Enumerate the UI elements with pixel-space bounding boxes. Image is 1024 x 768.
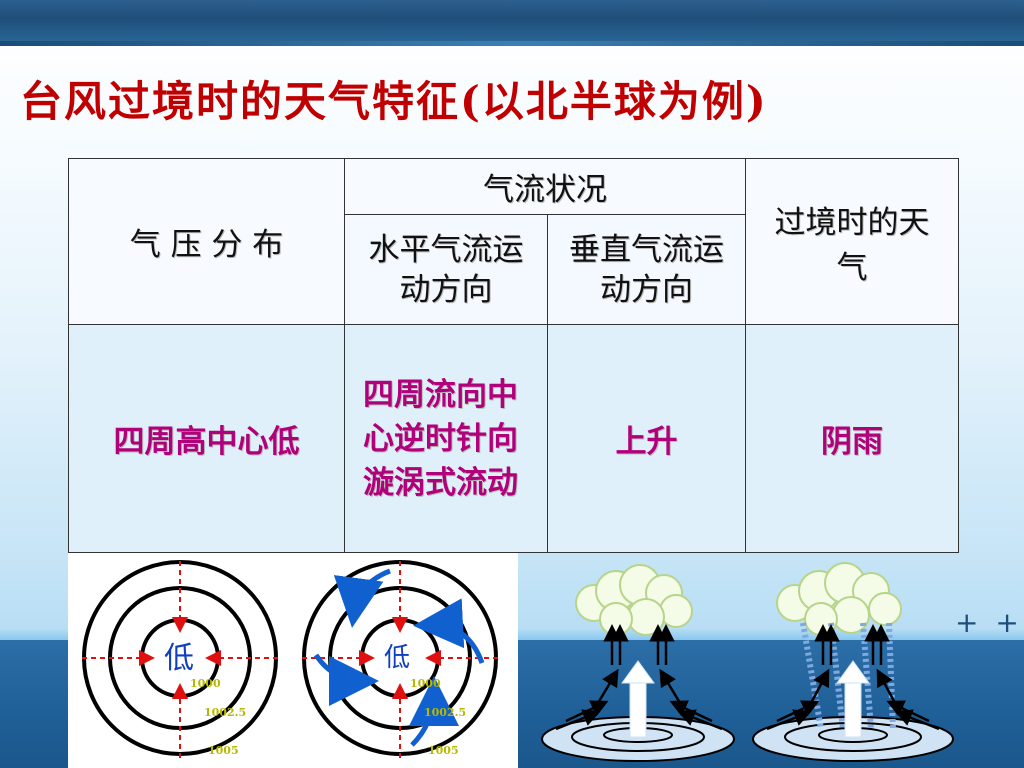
isobar-label-1000-b: 1000 <box>410 677 441 690</box>
isobar-diagram-2: 低 1000 1002.5 1005 <box>288 553 518 768</box>
swirl-arrow-top <box>333 568 391 628</box>
swirl-arrow-right <box>413 598 485 664</box>
header-weather-text: 过境时的天气 <box>774 204 930 286</box>
updraft-shaft <box>629 680 647 738</box>
header-airflow-text: 气流状况 <box>483 172 607 208</box>
weather-table: 气 压 分 布 气流状况 过境时的天气 水平气流运动方向 垂直气流运动方向 四周… <box>68 158 959 553</box>
decor-plus-marks: + + <box>955 606 1023 639</box>
cell-vertical: 上升 <box>547 324 746 553</box>
header-airflow: 气流状况 <box>344 158 746 215</box>
cell-pressure-text: 四周高中心低 <box>113 424 300 460</box>
top-banner <box>0 0 1024 46</box>
slide-title: 台风过境时的天气特征(以北半球为例) <box>20 77 768 126</box>
header-vertical: 垂直气流运动方向 <box>547 214 746 325</box>
isobar-label-1000: 1000 <box>190 677 221 690</box>
isobar-diagram-1: 低 1000 1002.5 1005 <box>68 553 288 768</box>
header-pressure: 气 压 分 布 <box>68 158 345 325</box>
header-weather: 过境时的天气 <box>745 158 959 325</box>
table-data-row: 四周高中心低 四周流向中心逆时针向漩涡式流动 上升 阴雨 <box>68 324 959 553</box>
cell-weather-text: 阴雨 <box>821 424 883 460</box>
isobar-diagram-1-svg: 低 1000 1002.5 1005 <box>82 560 278 758</box>
diagram-strip: 低 1000 1002.5 1005 <box>68 553 958 768</box>
cell-horizontal-text: 四周流向中心逆时针向漩涡式流动 <box>363 376 518 501</box>
cell-horizontal: 四周流向中心逆时针向漩涡式流动 <box>344 324 548 553</box>
converging-arrows <box>555 624 723 731</box>
header-vertical-text: 垂直气流运动方向 <box>569 231 724 308</box>
isobar-diagram-2-svg: 低 1000 1002.5 1005 <box>302 560 498 758</box>
low-label-1: 低 <box>164 641 194 676</box>
table-header-row-2: 水平气流运动方向 垂直气流运动方向 <box>69 214 959 325</box>
updraft-arrow-head <box>621 660 655 684</box>
swirl-arrow-left <box>313 653 379 706</box>
swirl-arrow-bottom <box>408 676 459 747</box>
cloud-icon <box>575 564 693 636</box>
header-horizontal-text: 水平气流运动方向 <box>368 231 524 308</box>
isobar-label-1002: 1002.5 <box>204 706 246 719</box>
low-label-2: 低 <box>384 643 410 673</box>
cell-pressure: 四周高中心低 <box>68 324 345 553</box>
converging-arrows-2 <box>766 624 940 731</box>
rain-cloud-icon <box>776 562 902 636</box>
header-horizontal: 水平气流运动方向 <box>344 214 548 325</box>
isobar-label-1005-b: 1005 <box>428 744 459 757</box>
updraft-diagram-1 <box>536 553 741 768</box>
updraft-diagram-2-svg <box>752 562 954 762</box>
isobar-label-1005: 1005 <box>208 744 239 757</box>
cell-weather: 阴雨 <box>745 324 959 553</box>
header-pressure-text: 气 压 分 布 <box>129 227 284 263</box>
updraft-diagram-1-svg <box>541 564 735 762</box>
cell-vertical-text: 上升 <box>615 424 678 460</box>
updraft-shaft-2 <box>844 680 862 738</box>
isobar-label-1002-b: 1002.5 <box>424 706 466 719</box>
updraft-diagram-2 <box>743 553 958 768</box>
updraft-arrow-head-2 <box>836 660 870 684</box>
table-header-row-1: 气 压 分 布 气流状况 过境时的天气 <box>68 158 959 325</box>
